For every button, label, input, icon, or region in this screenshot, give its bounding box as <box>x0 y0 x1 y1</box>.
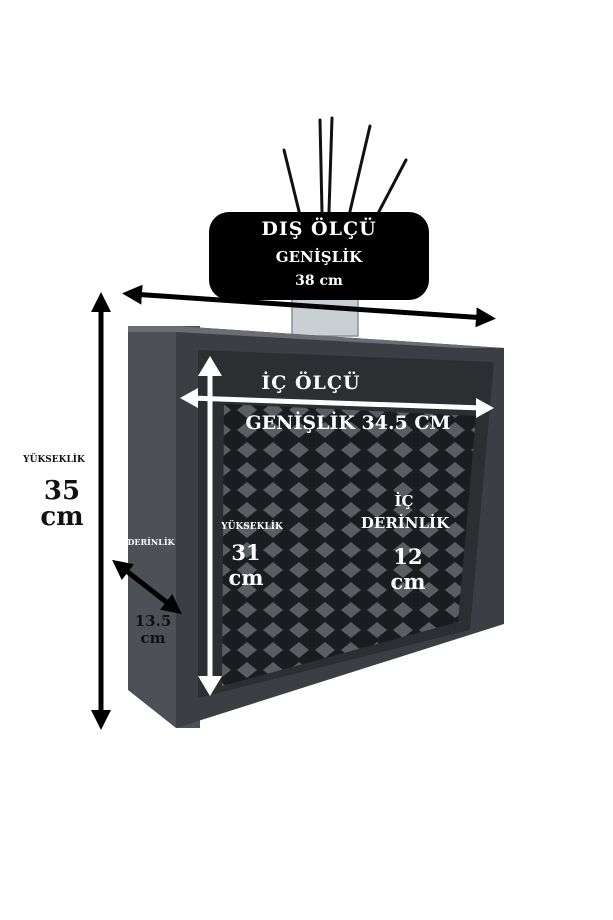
outer-height-unit: cm <box>40 502 84 532</box>
outer-height-value: 35 <box>43 476 81 506</box>
inner-height-arrow <box>198 356 222 696</box>
outer-depth-arrow <box>112 559 182 615</box>
outer-depth-label: DERİNLİK <box>127 537 175 547</box>
outer-size-title: DIŞ ÖLÇÜ <box>261 218 377 240</box>
inner-width-arrow <box>180 388 494 418</box>
inner-width-label: GENİŞLİK 34.5 CM <box>245 412 451 434</box>
outer-depth-value: 13.5 <box>134 612 172 630</box>
inner-height-label: YÜKSEKLİK <box>221 522 283 532</box>
inner-depth-value: 12 <box>393 544 423 569</box>
outer-width-arrow <box>122 284 496 328</box>
outer-depth-unit: cm <box>140 629 166 647</box>
diffuser-bottle <box>291 295 359 337</box>
inner-height-value: 31 <box>231 540 261 565</box>
inner-size-title: İÇ ÖLÇÜ <box>261 372 361 394</box>
inner-depth-label: DERİNLİK <box>360 514 450 532</box>
inner-height-unit: cm <box>228 565 264 590</box>
outer-size-badge-shape <box>209 212 429 300</box>
cabinet-top-edge <box>128 326 504 348</box>
lattice-grille <box>222 404 476 686</box>
outer-width-label: GENİŞLİK <box>275 248 363 266</box>
outer-height-label: YÜKSEKLİK <box>23 455 85 465</box>
inner-depth-unit: cm <box>390 569 426 594</box>
inner-depth-prefix: İÇ <box>394 492 414 510</box>
outer-width-value: 38 cm <box>295 273 343 289</box>
